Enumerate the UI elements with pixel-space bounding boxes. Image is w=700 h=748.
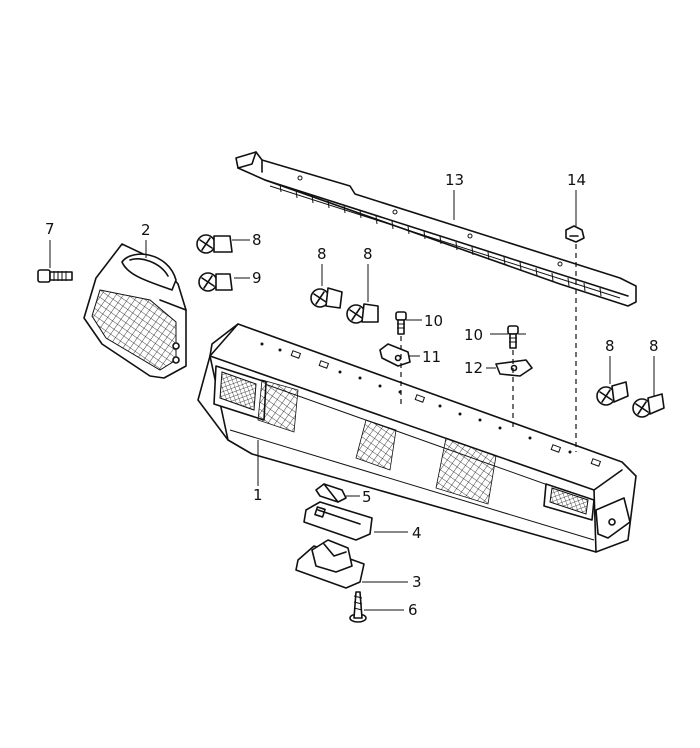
callout-5: 5: [362, 488, 372, 506]
part-13-trim-strip: [235, 151, 637, 307]
callout-8-c: 8: [363, 245, 373, 263]
callout-9: 9: [252, 269, 262, 287]
part-2-side-marker-lamp: [83, 243, 187, 379]
callout-12: 12: [464, 359, 483, 377]
part-8-bulb-b: [310, 287, 343, 309]
callout-4: 4: [412, 524, 422, 542]
part-9-bulb: [198, 272, 233, 292]
part-12-bracket: [495, 359, 533, 377]
callout-1: 1: [253, 486, 263, 504]
callout-8-b: 8: [317, 245, 327, 263]
part-8-bulb-a: [196, 234, 233, 254]
assembly-lines: [400, 244, 577, 452]
part-8-bulb-e: [632, 393, 665, 418]
part-11-bracket: [379, 343, 411, 367]
callout-6: 6: [408, 601, 418, 619]
part-8-bulb-c: [346, 303, 379, 324]
callout-14: 14: [567, 171, 586, 189]
part-1-rear-panel: [197, 323, 637, 553]
part-10-screw-b: [507, 325, 519, 349]
part-8-bulb-d: [596, 381, 629, 406]
callout-8-e: 8: [649, 337, 659, 355]
part-7-screw: [37, 269, 73, 283]
leader-lines: [49, 190, 655, 611]
callout-10-b: 10: [464, 326, 483, 344]
part-14-clip-nut: [565, 225, 585, 243]
callout-8-a: 8: [252, 231, 262, 249]
callout-11: 11: [422, 348, 441, 366]
callout-2: 2: [141, 221, 151, 239]
part-4-plate-light-lens: [303, 501, 373, 541]
part-3-plate-light-housing: [295, 539, 365, 589]
part-10-screw-a: [395, 311, 407, 335]
callout-13: 13: [445, 171, 464, 189]
part-5-festoon-bulb: [315, 483, 347, 503]
callout-10-a: 10: [424, 312, 443, 330]
callout-3: 3: [412, 573, 422, 591]
callout-8-d: 8: [605, 337, 615, 355]
part-6-screw: [349, 591, 367, 623]
callout-labels: 1 2 3 4 5 6 7 8 8 8 8 8 9 10 10 11 12 13…: [45, 171, 659, 619]
callout-7: 7: [45, 220, 55, 238]
